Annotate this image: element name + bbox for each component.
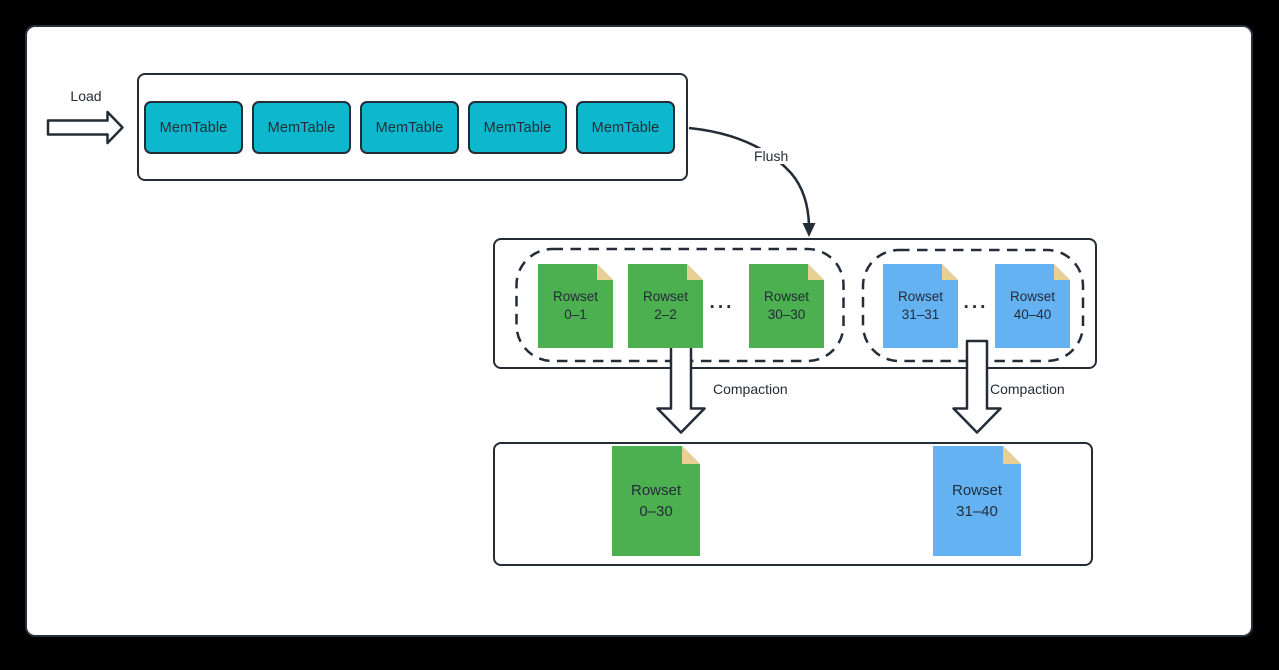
rowset-range: 31–40 [956,503,998,520]
compacted-rowset-file-blue: Rowset 31–40 [933,446,1021,556]
rowset-range: 0–30 [639,503,673,520]
compaction-arrow-right-icon [952,339,1002,434]
flush-arrowhead-icon [802,223,816,237]
green-rowset-group-outline [515,247,845,363]
ellipsis: ··· [709,297,735,318]
file-icon [995,264,1070,348]
rowset-file-blue: Rowset 31–31 [883,264,958,348]
rowset-range: 40–40 [1013,307,1052,322]
file-icon [883,264,958,348]
ellipsis: ··· [963,297,989,318]
memtable-box: MemTable [144,101,243,154]
compaction-arrow-left-icon [656,339,706,434]
memtable-box: MemTable [252,101,351,154]
rowset-name: Rowset [552,289,598,304]
file-icon [538,264,613,348]
rowset-file-green: Rowset 30–30 [749,264,824,348]
load-arrow-icon [46,110,124,145]
rowset-range: 2–2 [654,307,677,322]
rowset-name: Rowset [763,289,809,304]
flush-label: Flush [749,148,794,164]
rowset-file-blue: Rowset 40–40 [995,264,1070,348]
rowset-name: Rowset [951,482,1003,499]
rowset-file-green: Rowset 0–1 [538,264,613,348]
rowset-name: Rowset [897,289,943,304]
rowset-range: 31–31 [901,307,940,322]
rowset-file-green: Rowset 2–2 [628,264,703,348]
file-icon [612,446,700,556]
compacted-rowset-file-green: Rowset 0–30 [612,446,700,556]
file-icon [628,264,703,348]
compaction-label-right: Compaction [990,381,1065,397]
rowset-name: Rowset [630,482,682,499]
flush-arrow-curve [688,126,811,227]
memtable-box: MemTable [576,101,675,154]
rowset-range: 30–30 [767,307,806,322]
file-icon [749,264,824,348]
memtable-box: MemTable [360,101,459,154]
rowset-name: Rowset [1009,289,1055,304]
file-icon [933,446,1021,556]
blue-rowset-group-outline [861,248,1085,363]
rowset-range: 0–1 [564,307,587,322]
memtable-box: MemTable [468,101,567,154]
compaction-label-left: Compaction [713,381,788,397]
rowset-name: Rowset [642,289,688,304]
load-label: Load [70,88,102,104]
